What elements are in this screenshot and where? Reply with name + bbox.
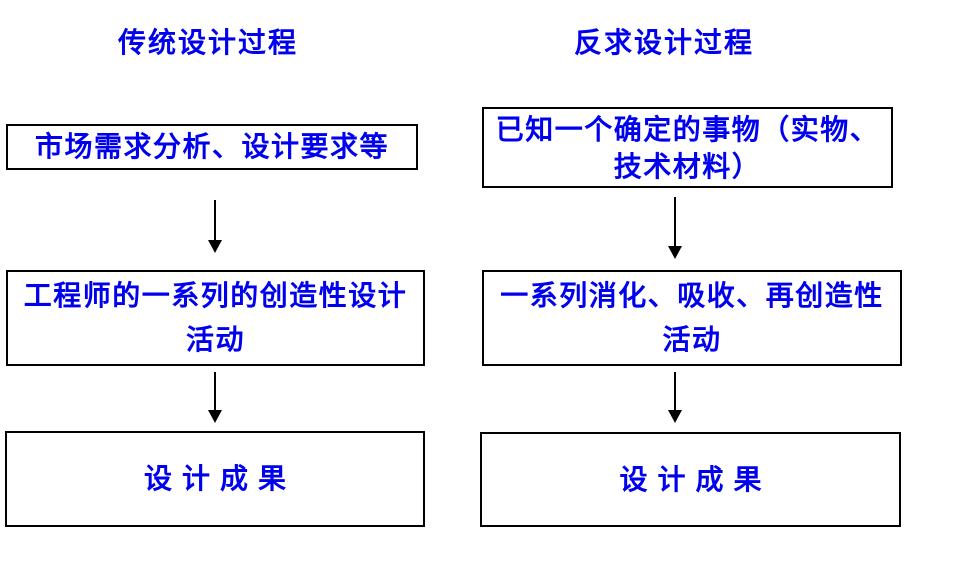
box-text-line: 活动 [662, 323, 722, 356]
box-digest-absorb-recreate: 一系列消化、吸收、再创造性 活动 [482, 270, 902, 366]
arrow-head [208, 410, 222, 423]
box-text-line: 设计成果 [619, 462, 772, 496]
box-known-definite-object: 已知一个确定的事物（实物、 技术材料） [482, 107, 893, 188]
box-text-line: 一系列消化、吸收、再创造性 [500, 279, 884, 312]
box-text-line: 市场需求分析、设计要求等 [34, 130, 389, 163]
arrow-head [668, 246, 682, 259]
box-text-line: 工程师的一系列的创造性设计 [23, 279, 408, 312]
box-engineer-creative-design: 工程师的一系列的创造性设计 活动 [6, 270, 425, 366]
arrow-head [208, 240, 222, 253]
column-title-traditional-design: 传统设计过程 [117, 26, 298, 59]
box-design-result-right: 设计成果 [480, 432, 901, 527]
arrow-shaft [214, 372, 216, 410]
box-design-result-left: 设计成果 [5, 431, 425, 527]
box-text-line: 设计成果 [143, 462, 296, 495]
arrow-shaft [674, 372, 676, 410]
box-text-line: 技术材料） [613, 149, 762, 183]
arrow-shaft [674, 197, 676, 246]
down-arrow-icon [667, 197, 683, 259]
arrow-head [668, 410, 682, 423]
box-market-demand-analysis: 市场需求分析、设计要求等 [6, 124, 418, 170]
down-arrow-icon [207, 372, 223, 423]
box-text-line: 活动 [185, 323, 245, 356]
column-title-reverse-design: 反求设计过程 [573, 26, 754, 59]
down-arrow-icon [667, 372, 683, 423]
down-arrow-icon [207, 200, 223, 253]
arrow-shaft [214, 200, 216, 240]
box-text-line: 已知一个确定的事物（实物、 [495, 112, 880, 146]
